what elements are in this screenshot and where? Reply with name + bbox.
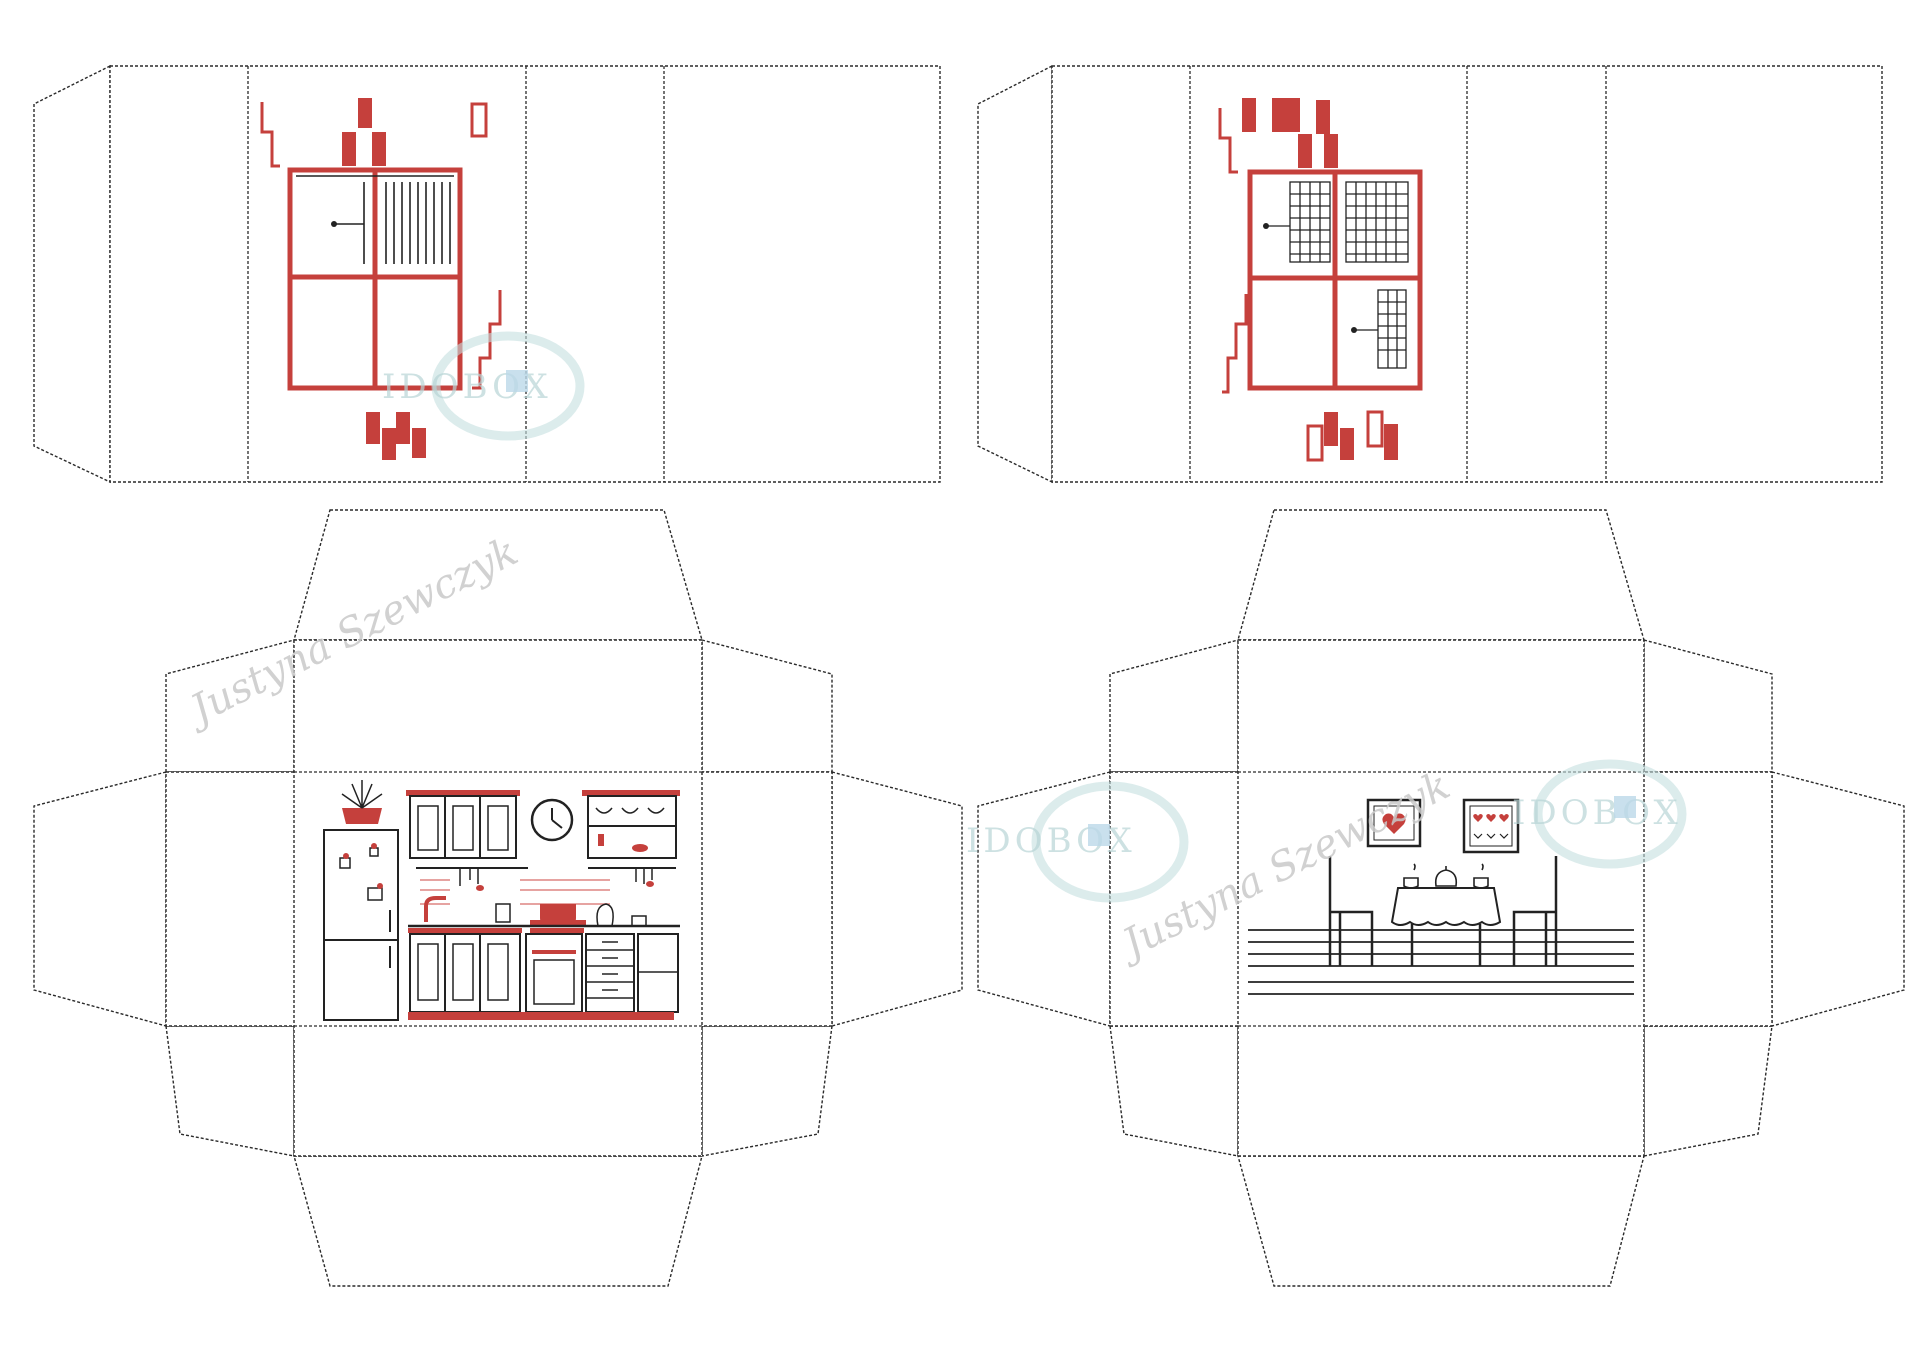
idobox-watermark-logo-right: IDOBOX bbox=[1512, 759, 1687, 869]
window-grid-illustration bbox=[1218, 98, 1423, 462]
tray-1-right-flap bbox=[831, 771, 963, 1027]
sleeve-2-glue-flap bbox=[977, 64, 1053, 484]
tray-template-1: Justyna Szewczyk bbox=[33, 509, 963, 1287]
svg-text:IDOBOX: IDOBOX bbox=[966, 821, 1136, 861]
sleeve-1-body bbox=[109, 65, 941, 483]
svg-text:IDOBOX: IDOBOX bbox=[1512, 793, 1682, 833]
sleeve-1-glue-flap bbox=[33, 64, 111, 484]
tray-2-lower-right-wing bbox=[1643, 1025, 1773, 1157]
tray-1-lower-right-wing bbox=[701, 1025, 833, 1157]
window-blind-illustration bbox=[260, 98, 502, 460]
tray-2-top-flap bbox=[1237, 509, 1645, 641]
sleeve-template-2 bbox=[977, 64, 1883, 484]
tray-1-bottom-flap bbox=[293, 1155, 703, 1287]
tray-1-top-flap bbox=[293, 509, 703, 641]
idobox-watermark-logo: IDOBOX bbox=[382, 331, 585, 441]
tray-1-left-flap bbox=[33, 771, 167, 1027]
kitchen-illustration bbox=[323, 780, 680, 1021]
dining-illustration bbox=[1248, 798, 1634, 995]
tray-2-upper-right-wing bbox=[1643, 639, 1773, 773]
tray-2-upper-left-wing bbox=[1109, 639, 1239, 773]
sleeve-template-1: IDOBOX bbox=[33, 64, 941, 484]
tray-2-right-flap bbox=[1771, 771, 1905, 1027]
tray-2-lower-left-wing bbox=[1109, 1025, 1239, 1157]
idobox-watermark-logo-left: IDOBOX bbox=[966, 781, 1189, 903]
tray-2-bottom-flap bbox=[1237, 1155, 1645, 1287]
tray-1-lower-left-wing bbox=[165, 1025, 295, 1157]
tray-template-2: IDOBOX IDOBOX Justyna Szewczyk bbox=[966, 509, 1905, 1287]
tray-1-upper-right-wing bbox=[701, 639, 833, 773]
